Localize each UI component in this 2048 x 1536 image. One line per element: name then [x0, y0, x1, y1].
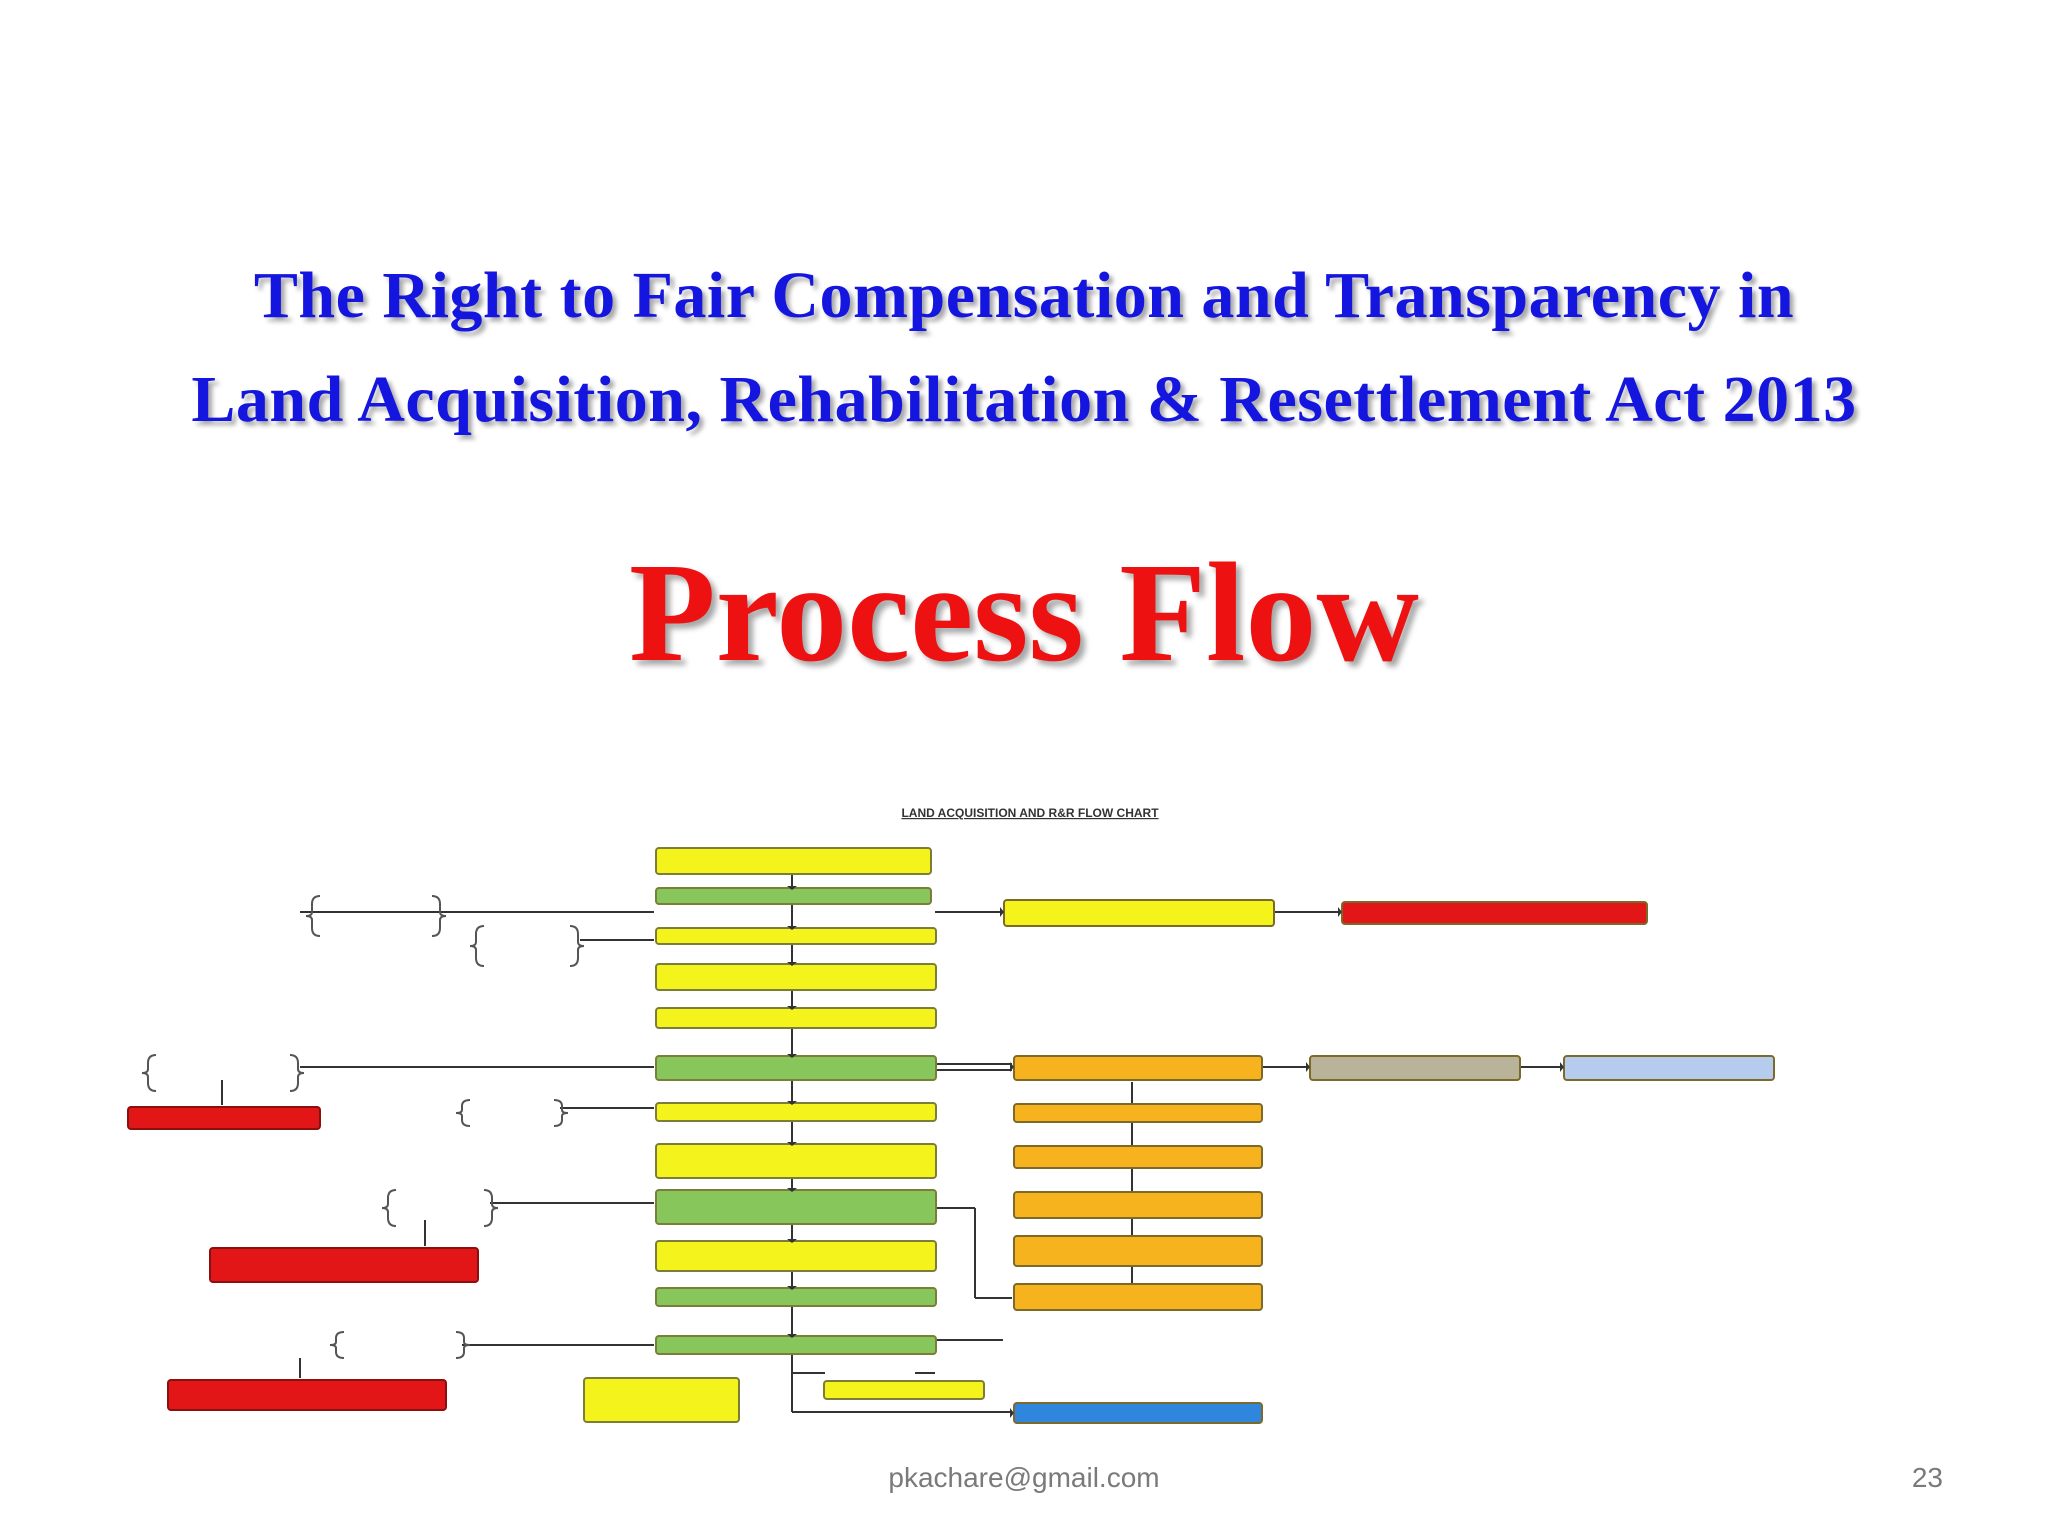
footer-email: pkachare@gmail.com	[888, 1462, 1160, 1493]
slide-title-line-2: Land Acquisition, Rehabilitation & Reset…	[191, 363, 1857, 436]
arrow-heads	[787, 886, 1564, 1418]
center-process-column	[583, 847, 985, 1423]
slide-title-line-1: The Right to Fair Compensation and Trans…	[253, 259, 1795, 332]
flowchart-caption: LAND ACQUISITION AND R&R FLOW CHART	[901, 806, 1159, 820]
page-number: 23	[1911, 1462, 1943, 1493]
flowchart-image: LAND ACQUISITION AND R&R FLOW CHART	[127, 806, 1775, 1424]
left-side-notes	[141, 895, 585, 1359]
slide-heading: Process Flow	[628, 533, 1419, 691]
right-process-column	[1003, 899, 1775, 1424]
left-red-boxes	[127, 1106, 479, 1411]
